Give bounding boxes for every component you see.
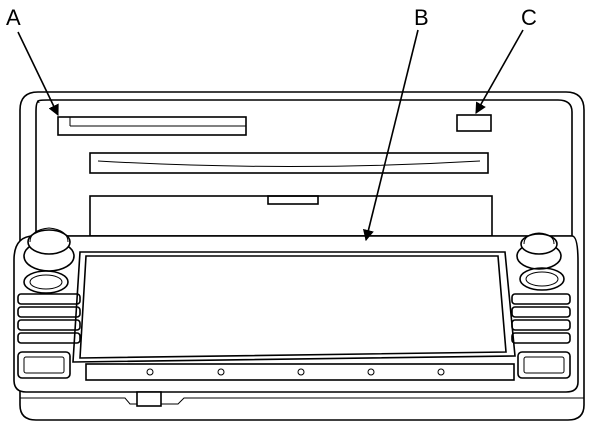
- bottom-button-strip: [85, 363, 515, 381]
- leader-line-b: [362, 29, 419, 242]
- lower-panel: [89, 195, 493, 237]
- front-face: [13, 235, 579, 393]
- right-corner-button: [517, 351, 571, 379]
- disc-slot: [89, 152, 489, 174]
- display-screen-b: [72, 251, 516, 363]
- unit-housing: [19, 91, 585, 421]
- leader-line-c: [475, 29, 524, 114]
- button-c: [456, 114, 492, 132]
- left-preset-buttons: [17, 293, 81, 344]
- callout-c-label: C: [521, 5, 537, 30]
- card-slot-a: [57, 116, 247, 136]
- right-oval-button: [519, 267, 565, 291]
- leader-line-a: [17, 31, 59, 117]
- callout-a-label: A: [6, 5, 21, 30]
- left-oval-button: [23, 270, 69, 294]
- callout-b-label: B: [414, 5, 429, 30]
- left-corner-button: [17, 351, 71, 379]
- right-knob: [516, 232, 562, 270]
- bottom-tab: [20, 391, 584, 407]
- right-preset-buttons: [511, 293, 571, 344]
- left-knob: [23, 227, 75, 272]
